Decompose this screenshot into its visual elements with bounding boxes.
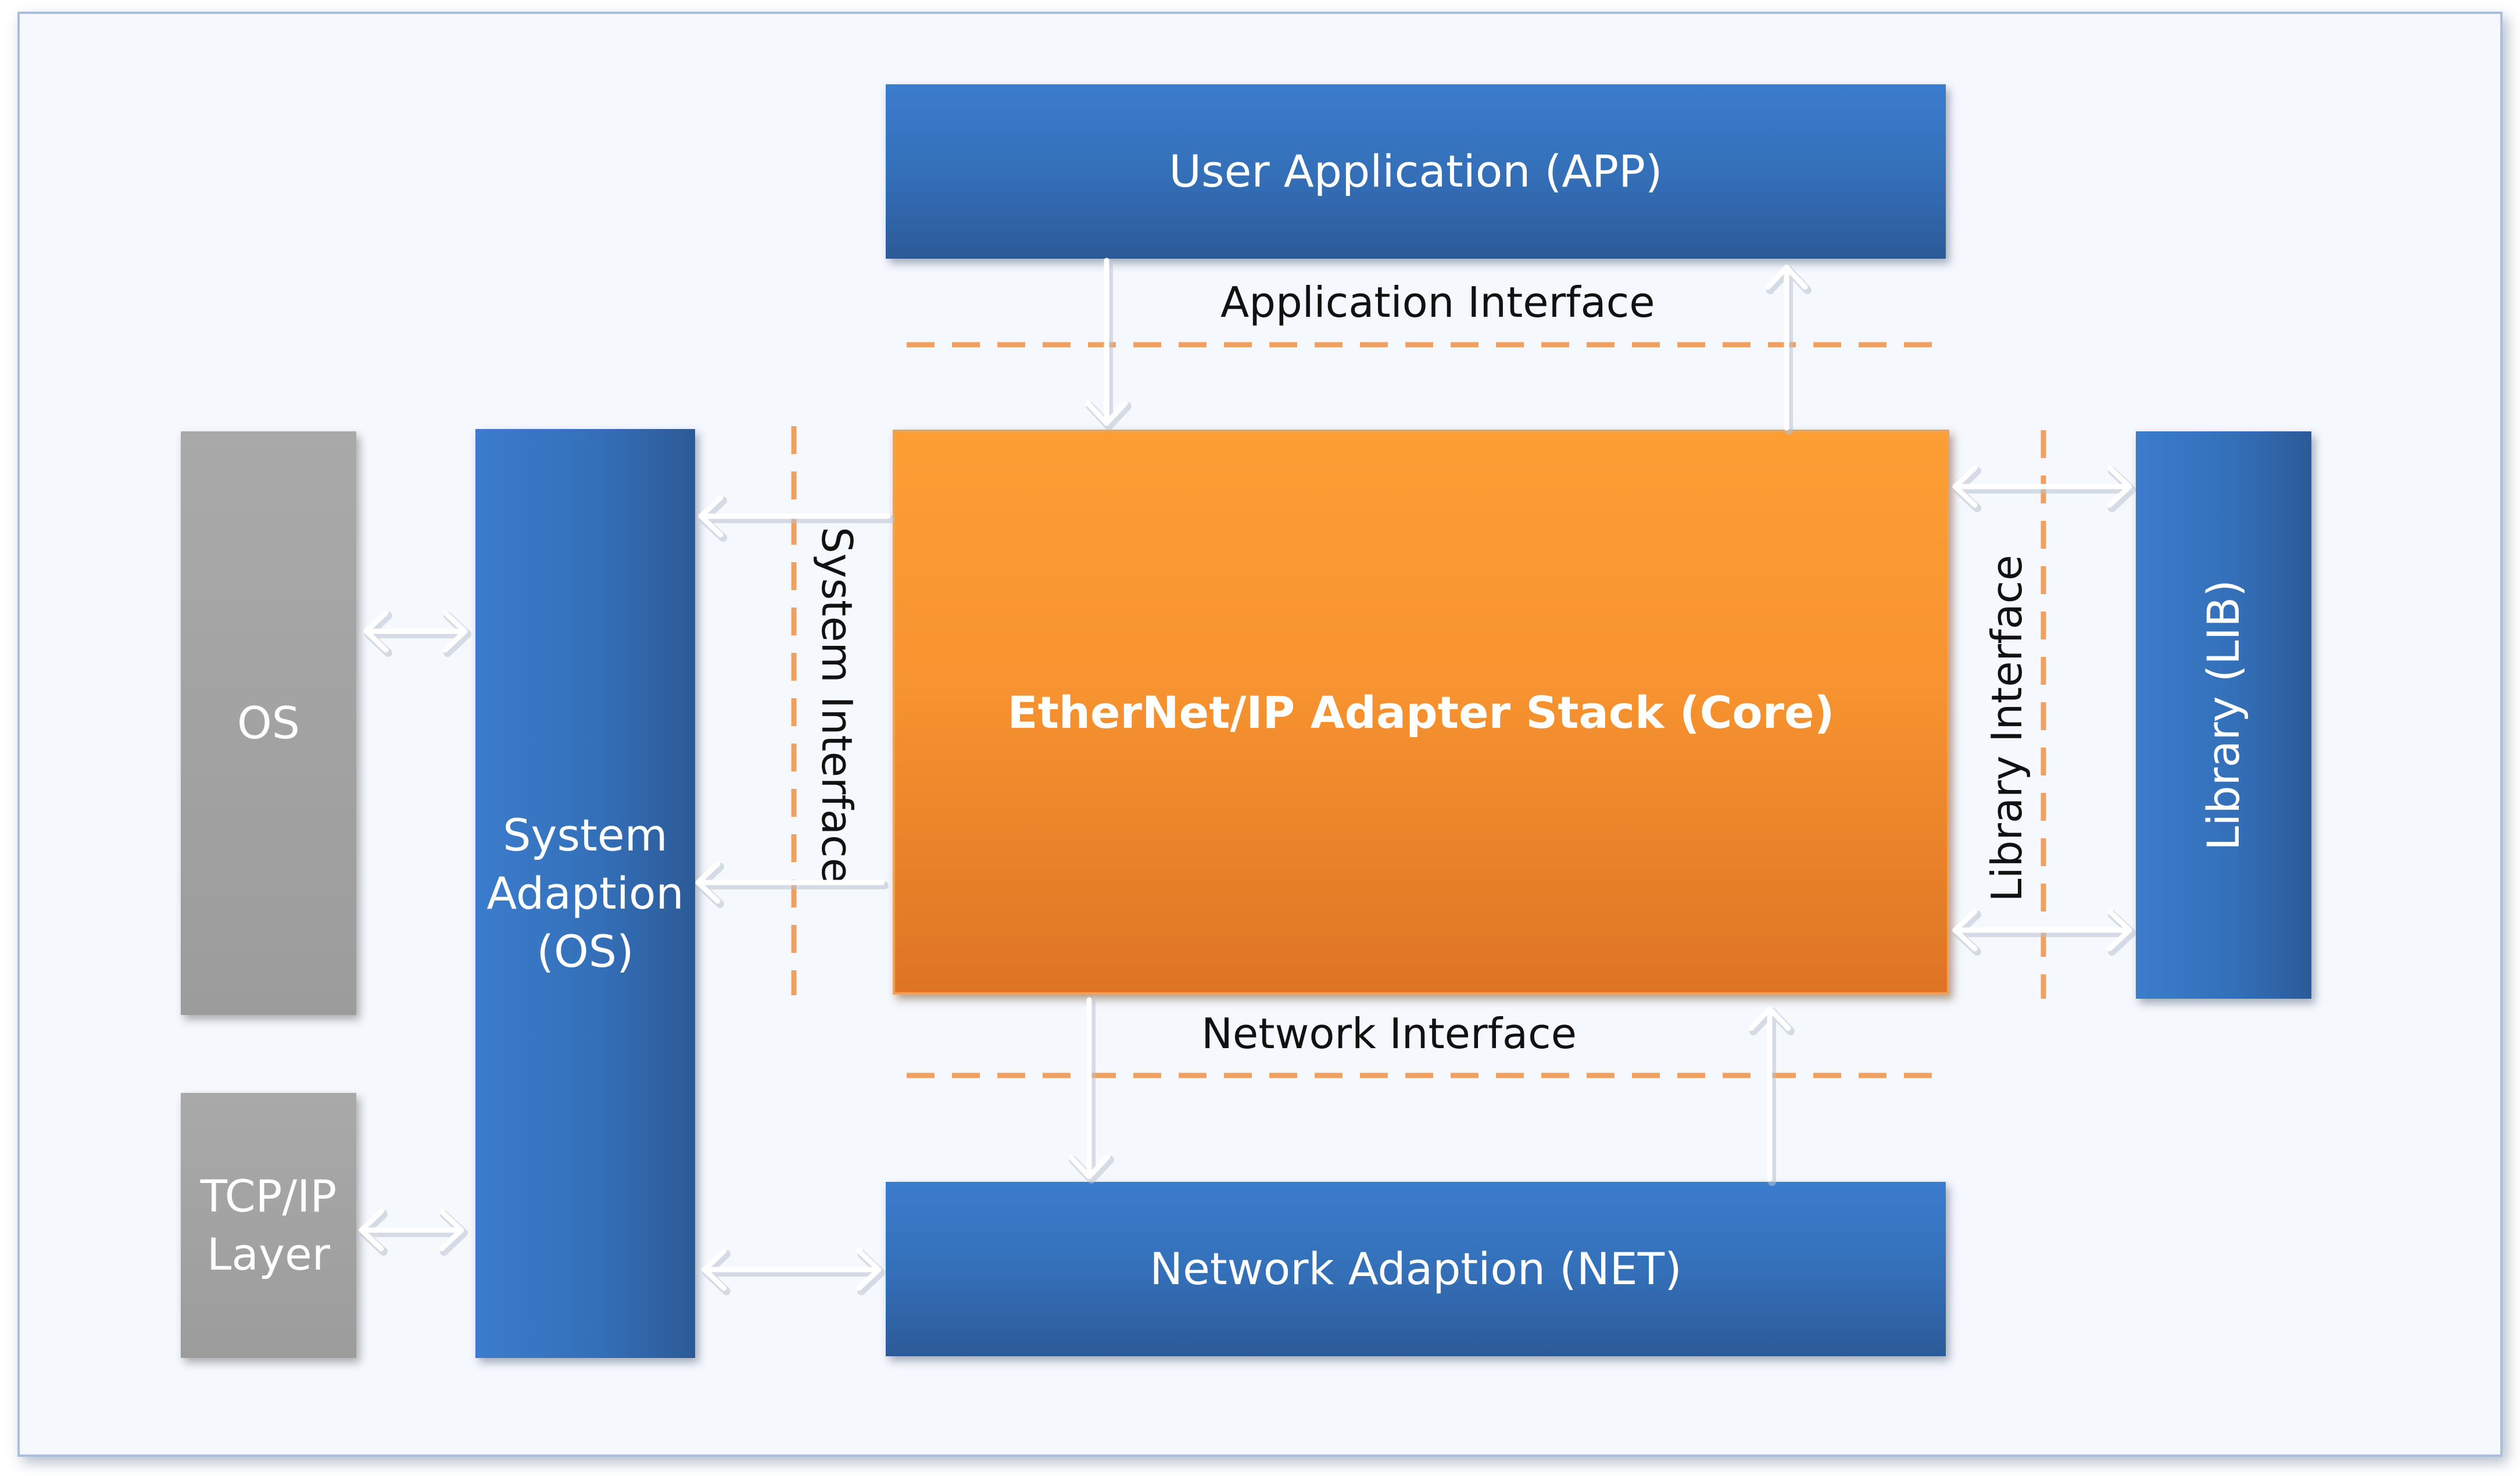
core-to-net-arrow [1068, 997, 1111, 1180]
user-application-block: User Application (APP) [886, 84, 1946, 259]
network-interface-label: Network Interface [1201, 1009, 1577, 1058]
os-block: OS [181, 431, 356, 1015]
library-block: Library (LIB) [2136, 431, 2311, 999]
user-application-label: User Application (APP) [1169, 145, 1663, 197]
core-to-system-arrow-top [698, 495, 891, 538]
os-label: OS [237, 696, 300, 749]
system-adaption-line1: System [503, 809, 668, 861]
core-to-app-arrow [1765, 265, 1808, 431]
net-to-core-arrow [1748, 1006, 1791, 1182]
core-lib-bidirectional-arrow-bottom [1952, 909, 2132, 952]
network-adaption-label: Network Adaption (NET) [1150, 1242, 1682, 1295]
system-net-bidirectional-arrow [701, 1248, 882, 1291]
app-to-core-arrow [1085, 258, 1128, 426]
core-lib-bidirectional-arrow-top [1952, 465, 2132, 508]
tcpip-label-line1: TCP/IP [200, 1170, 337, 1222]
system-adaption-line2: Adaption [486, 867, 684, 919]
tcpip-system-bidirectional-arrow [359, 1209, 464, 1252]
core-stack-label: EtherNet/IP Adapter Stack (Core) [1007, 686, 1835, 738]
tcpip-label-line2: Layer [207, 1228, 330, 1280]
network-adaption-block: Network Adaption (NET) [886, 1182, 1946, 1356]
os-system-bidirectional-arrow [363, 610, 468, 653]
core-stack-block: EtherNet/IP Adapter Stack (Core) [893, 430, 1949, 995]
system-adaption-line3: (OS) [536, 925, 634, 978]
tcpip-layer-block: TCP/IP Layer [181, 1093, 356, 1358]
core-to-system-arrow-bottom [695, 861, 885, 904]
application-interface-label: Application Interface [1220, 278, 1655, 327]
system-adaption-block: System Adaption (OS) [475, 429, 695, 1358]
